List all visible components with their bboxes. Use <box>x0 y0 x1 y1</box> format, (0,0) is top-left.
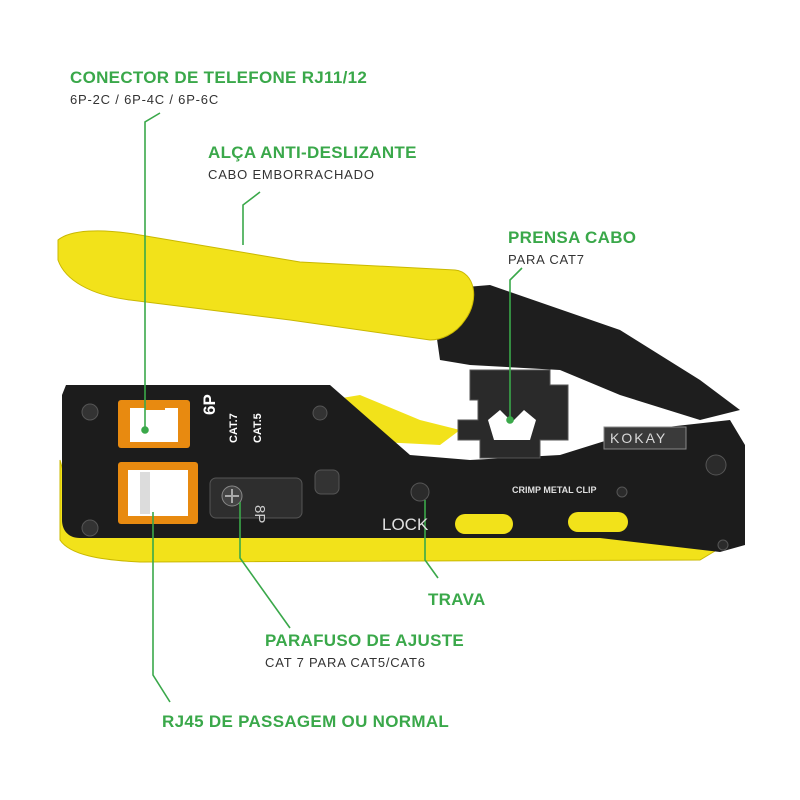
cat5-label: CAT.5 <box>252 413 264 443</box>
leader-screw <box>239 502 291 629</box>
callout-rj11: CONECTOR DE TELEFONE RJ11/12 6P-2C / 6P-… <box>70 68 367 107</box>
callout-lock: TRAVA <box>428 590 486 610</box>
lock-label: LOCK <box>382 515 429 534</box>
upper-handle-metal <box>430 285 740 420</box>
lock-slot-right <box>568 512 628 532</box>
callout-screw-subtitle: CAT 7 PARA CAT5/CAT6 <box>265 655 426 670</box>
brand-label: KOKAY <box>610 430 668 446</box>
brand-plate <box>603 426 687 450</box>
port-8p-label: 8P <box>251 505 268 524</box>
leader-handle <box>242 191 261 245</box>
callout-handle-title: ALÇA ANTI-DESLIZANTE <box>208 143 417 162</box>
callout-screw-title: PARAFUSO DE AJUSTE <box>265 631 465 650</box>
callout-crimp-title: PRENSA CABO <box>508 228 637 247</box>
upper-handle-grip <box>57 230 475 341</box>
leader-rj45 <box>152 512 171 703</box>
leader-rj11 <box>144 112 161 430</box>
callout-crimp-subtitle: PARA CAT7 <box>508 252 585 267</box>
callout-rj11-subtitle: 6P-2C / 6P-4C / 6P-6C <box>70 92 220 107</box>
lock-slot-left <box>455 514 513 534</box>
callout-rj11-title: CONECTOR DE TELEFONE RJ11/12 <box>70 68 368 87</box>
callout-crimp: PRENSA CABO PARA CAT7 <box>508 228 636 267</box>
crimp-clip-label: CRIMP METAL CLIP <box>512 485 597 495</box>
callout-rj45: RJ45 DE PASSAGEM OU NORMAL <box>162 712 449 732</box>
callout-screw: PARAFUSO DE AJUSTE CAT 7 PARA CAT5/CAT6 <box>265 631 464 670</box>
callout-rj45-title: RJ45 DE PASSAGEM OU NORMAL <box>162 712 450 731</box>
callout-lock-title: TRAVA <box>428 590 486 609</box>
leader-lock <box>424 500 439 579</box>
port-6p-label: 6P <box>200 394 219 415</box>
callout-handle-subtitle: CABO EMBORRACHADO <box>208 167 375 182</box>
leader-crimp <box>509 267 523 420</box>
crimp-die <box>457 369 569 459</box>
callout-handle: ALÇA ANTI-DESLIZANTE CABO EMBORRACHADO <box>208 143 417 182</box>
cat7-label: CAT.7 <box>228 413 240 443</box>
